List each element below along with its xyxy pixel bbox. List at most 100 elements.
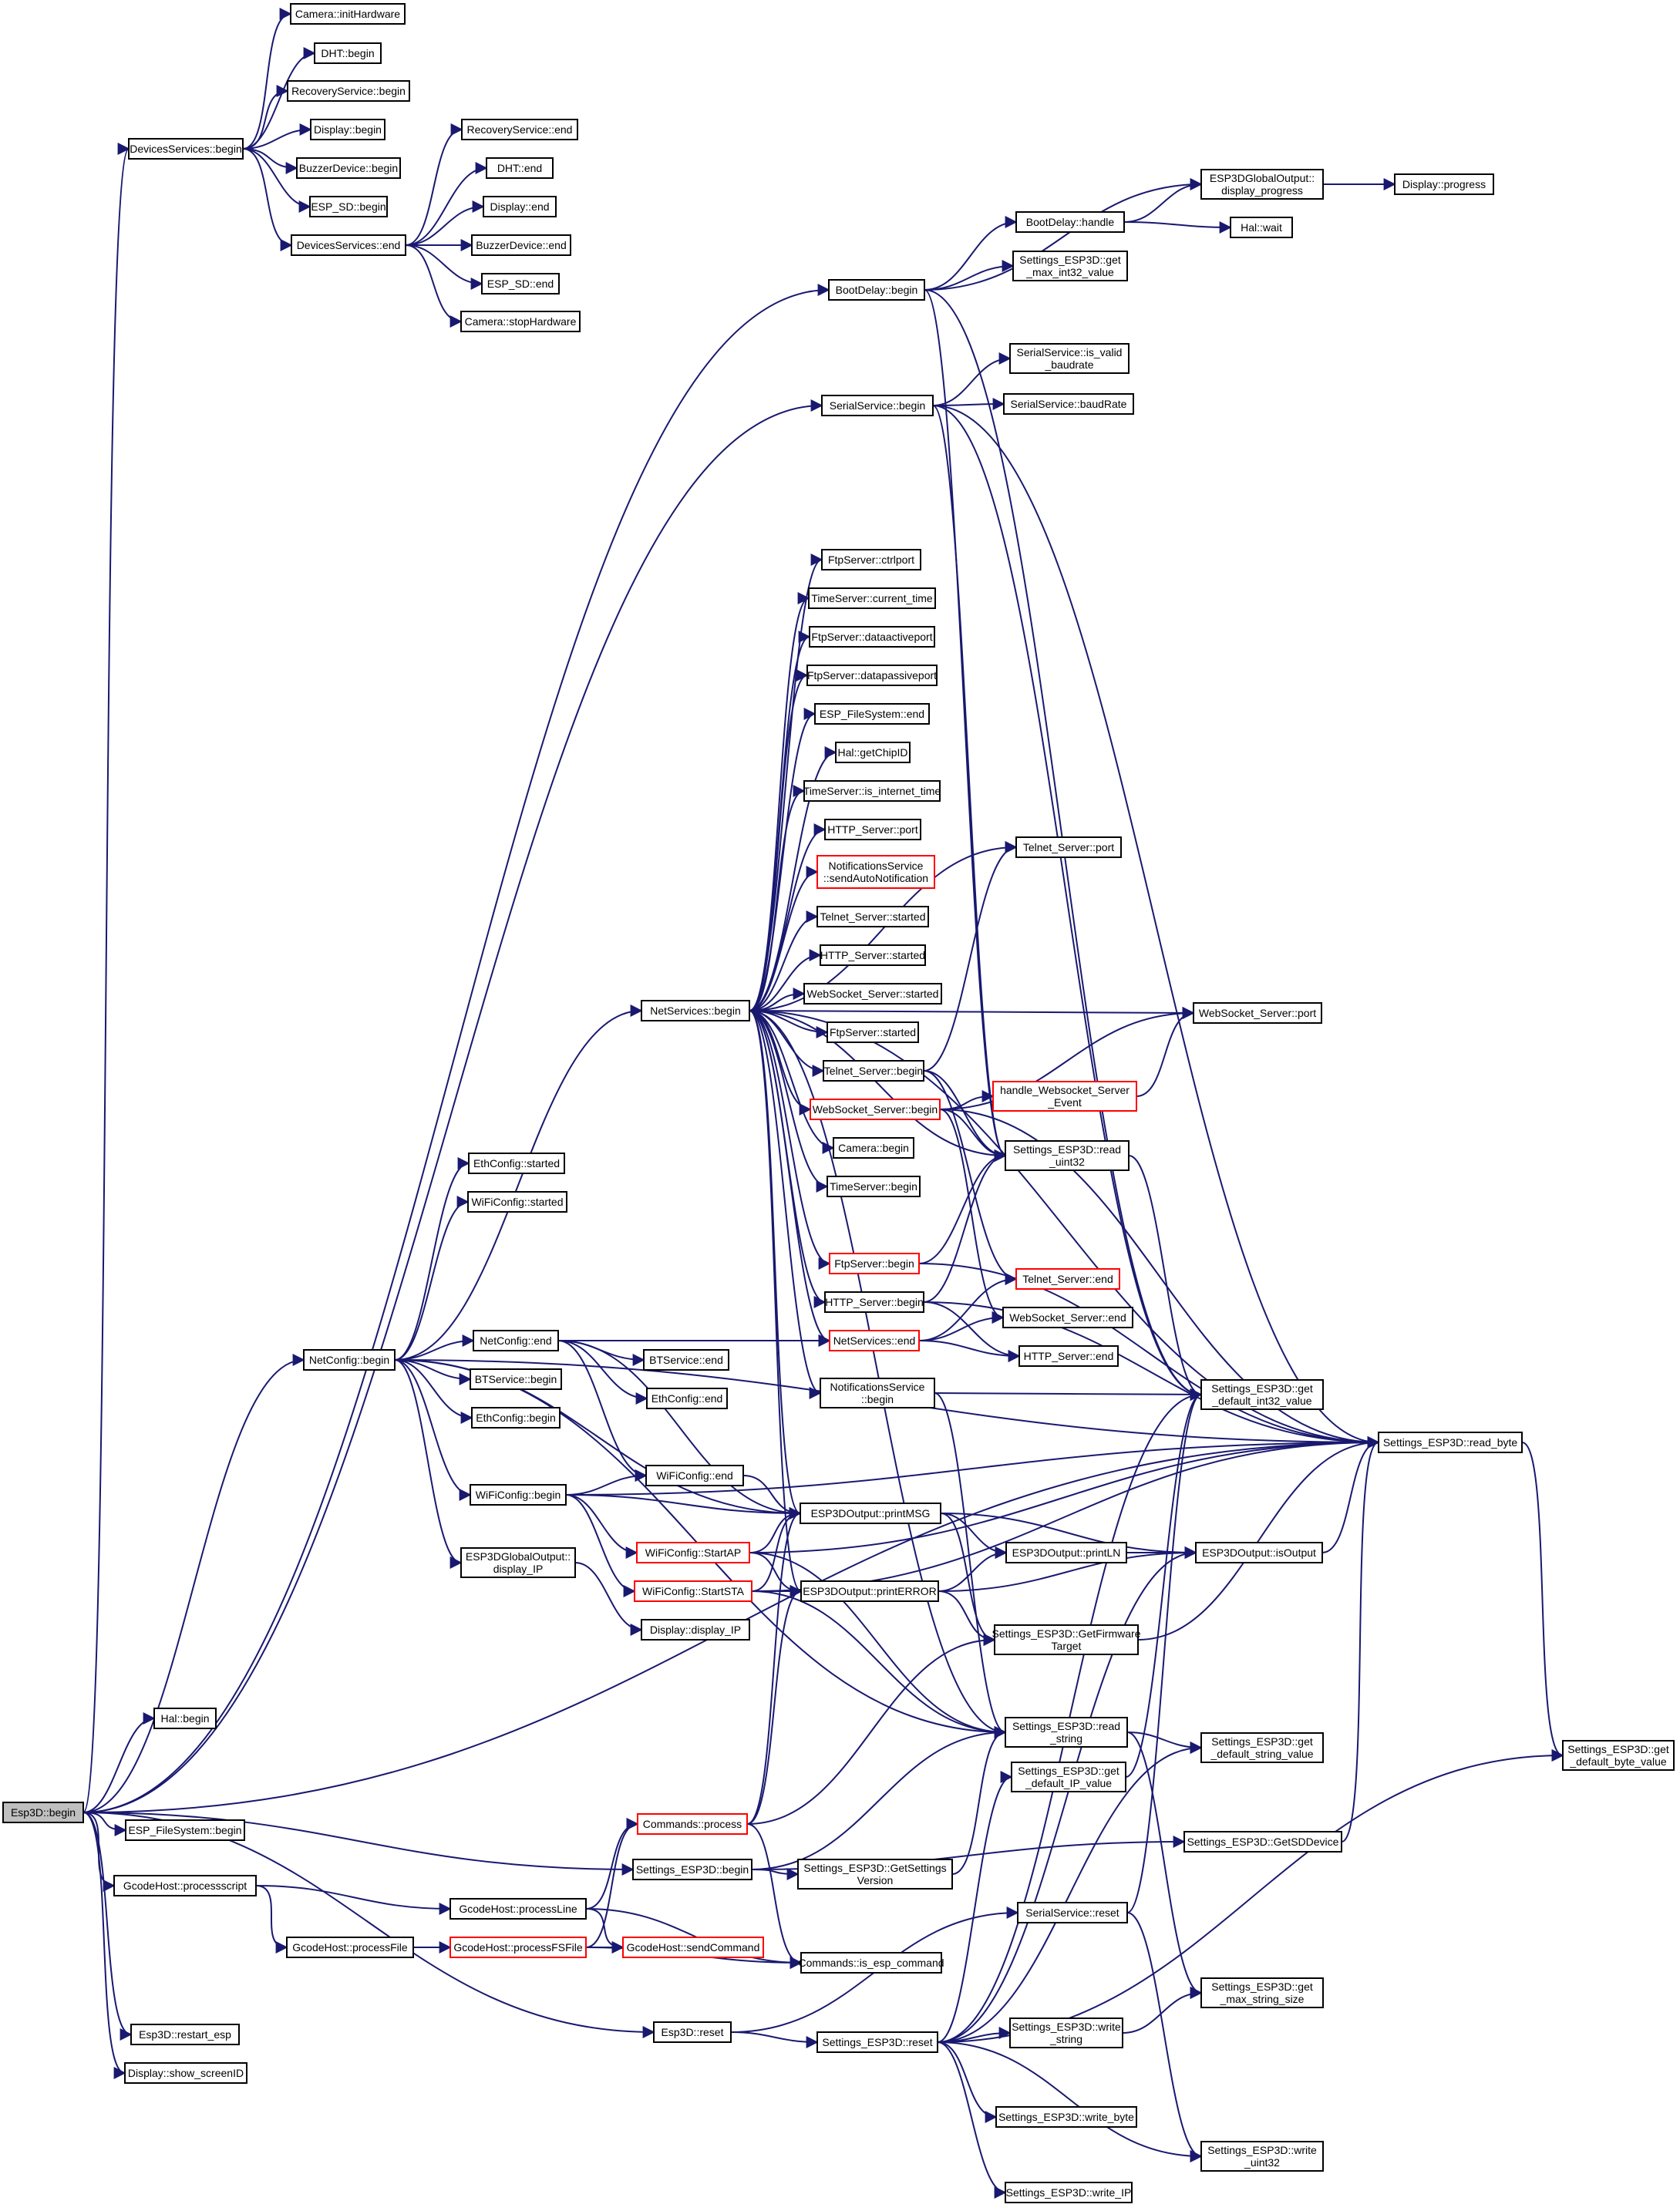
- node-espfs-end[interactable]: ESP_FileSystem::end: [814, 703, 930, 725]
- node-eth-end[interactable]: EthConfig::end: [646, 1388, 728, 1409]
- node-ws-begin[interactable]: WebSocket_Server::begin: [810, 1099, 941, 1120]
- node-read-byte[interactable]: Settings_ESP3D::read_byte: [1378, 1432, 1523, 1453]
- node-time-isinternet[interactable]: TimeServer::is_internet_time: [803, 780, 941, 802]
- node-devices-begin[interactable]: DevicesServices::begin: [128, 138, 244, 160]
- node-get-max-string[interactable]: Settings_ESP3D::get_max_string_size: [1200, 1977, 1324, 2008]
- node-espsd-begin[interactable]: ESP_SD::begin: [309, 196, 388, 217]
- node-netcfg-end[interactable]: NetConfig::end: [473, 1330, 559, 1351]
- node-http-started[interactable]: HTTP_Server::started: [820, 944, 926, 966]
- node-gcode-script[interactable]: GcodeHost::processscript: [113, 1875, 257, 1896]
- node-ftp-begin[interactable]: FtpServer::begin: [829, 1253, 920, 1274]
- node-out-isoutput[interactable]: ESP3DOutput::isOutput: [1195, 1542, 1323, 1563]
- node-telnet-begin[interactable]: Telnet_Server::begin: [823, 1060, 924, 1082]
- node-disp-end[interactable]: Display::end: [483, 196, 557, 217]
- node-esp3d-begin[interactable]: Esp3D::begin: [2, 1802, 84, 1823]
- node-eth-started[interactable]: EthConfig::started: [468, 1153, 565, 1174]
- node-get-max-int32[interactable]: Settings_ESP3D::get_max_int32_value: [1012, 251, 1128, 281]
- node-write-string[interactable]: Settings_ESP3D::write_string: [1009, 2017, 1123, 2048]
- node-net-begin[interactable]: NetServices::begin: [641, 1000, 750, 1021]
- node-ws-started[interactable]: WebSocket_Server::started: [803, 983, 942, 1005]
- node-cam-stop[interactable]: Camera::stopHardware: [460, 311, 581, 332]
- node-telnet-started[interactable]: Telnet_Server::started: [816, 906, 929, 927]
- node-wifi-startap[interactable]: WiFiConfig::StartAP: [636, 1542, 750, 1563]
- node-cmd-is-esp[interactable]: Commands::is_esp_command: [798, 1952, 944, 1974]
- node-cmd-process[interactable]: Commands::process: [637, 1813, 748, 1835]
- node-recov-begin[interactable]: RecoveryService::begin: [287, 80, 410, 102]
- node-telnet-port[interactable]: Telnet_Server::port: [1015, 836, 1122, 858]
- node-bt-end[interactable]: BTService::end: [643, 1349, 729, 1371]
- node-ftp-ctrlport[interactable]: FtpServer::ctrlport: [821, 549, 921, 570]
- node-bt-begin[interactable]: BTService::begin: [470, 1368, 562, 1390]
- node-bootdelay-handle[interactable]: BootDelay::handle: [1015, 211, 1125, 233]
- node-ws-end[interactable]: WebSocket_Server::end: [1002, 1307, 1133, 1328]
- node-devices-end[interactable]: DevicesServices::end: [291, 234, 406, 256]
- node-ftp-dataactive[interactable]: FtpServer::dataactiveport: [809, 626, 935, 648]
- node-notif-send[interactable]: NotificationsService::sendAutoNotificati…: [816, 855, 935, 889]
- node-buzz-begin[interactable]: BuzzerDevice::begin: [296, 157, 401, 179]
- node-write-byte[interactable]: Settings_ESP3D::write_byte: [995, 2106, 1137, 2128]
- node-http-begin[interactable]: HTTP_Server::begin: [824, 1291, 924, 1313]
- node-get-def-byte[interactable]: Settings_ESP3D::get_default_byte_value: [1562, 1740, 1675, 1771]
- node-dht-begin[interactable]: DHT::begin: [314, 42, 382, 64]
- node-get-def-int32[interactable]: Settings_ESP3D::get_default_int32_value: [1200, 1379, 1324, 1410]
- node-out-println[interactable]: ESP3DOutput::printLN: [1005, 1542, 1127, 1563]
- node-net-end[interactable]: NetServices::end: [829, 1330, 920, 1351]
- node-serial-baud[interactable]: SerialService::baudRate: [1003, 393, 1134, 415]
- node-buzz-end[interactable]: BuzzerDevice::end: [471, 234, 571, 256]
- node-handle-ws-event[interactable]: handle_Websocket_Server_Event: [992, 1081, 1137, 1112]
- node-wifi-started[interactable]: WiFiConfig::started: [467, 1191, 567, 1213]
- node-telnet-end[interactable]: Telnet_Server::end: [1015, 1268, 1120, 1290]
- node-gcode-fsfile[interactable]: GcodeHost::processFSFile: [449, 1937, 587, 1958]
- node-ftp-datapassive[interactable]: FtpServer::datapassiveport: [806, 665, 938, 686]
- node-http-port[interactable]: HTTP_Server::port: [824, 819, 921, 840]
- node-hal-chipid[interactable]: Hal::getChipID: [835, 742, 911, 763]
- node-get-def-string[interactable]: Settings_ESP3D::get_default_string_value: [1200, 1732, 1324, 1763]
- node-time-begin[interactable]: TimeServer::begin: [827, 1176, 921, 1197]
- node-serial-begin[interactable]: SerialService::begin: [821, 395, 934, 416]
- node-settings-begin[interactable]: Settings_ESP3D::begin: [632, 1859, 752, 1880]
- node-disp-begin[interactable]: Display::begin: [310, 119, 385, 140]
- node-ftp-started[interactable]: FtpServer::started: [827, 1021, 919, 1043]
- node-wifi-end[interactable]: WiFiConfig::end: [645, 1465, 744, 1486]
- node-disp-ip[interactable]: Display::display_IP: [641, 1619, 750, 1641]
- node-gcode-file[interactable]: GcodeHost::processFile: [286, 1937, 414, 1958]
- node-read-string[interactable]: Settings_ESP3D::read_string: [1005, 1717, 1128, 1748]
- node-write-uint32[interactable]: Settings_ESP3D::write_uint32: [1200, 2141, 1324, 2172]
- node-out-printmsg[interactable]: ESP3DOutput::printMSG: [800, 1503, 941, 1524]
- node-notif-begin[interactable]: NotificationsService::begin: [820, 1378, 935, 1408]
- node-espsd-end[interactable]: ESP_SD::end: [481, 273, 560, 294]
- node-eth-begin[interactable]: EthConfig::begin: [471, 1407, 561, 1429]
- node-disp-screen[interactable]: Display::show_screenID: [124, 2062, 247, 2084]
- node-time-current[interactable]: TimeServer::current_time: [808, 587, 936, 609]
- node-recov-end[interactable]: RecoveryService::end: [461, 119, 578, 140]
- node-serial-reset[interactable]: SerialService::reset: [1017, 1902, 1128, 1923]
- node-cam-init[interactable]: Camera::initHardware: [290, 3, 406, 25]
- node-hal-begin[interactable]: Hal::begin: [153, 1708, 217, 1729]
- node-glob-disp-ip[interactable]: ESP3DGlobalOutput::display_IP: [460, 1547, 576, 1578]
- node-write-ip[interactable]: Settings_ESP3D::write_IP: [1005, 2182, 1133, 2203]
- node-out-printerror[interactable]: ESP3DOutput::printERROR: [800, 1580, 939, 1602]
- node-netcfg-begin[interactable]: NetConfig::begin: [303, 1349, 396, 1371]
- node-wifi-begin[interactable]: WiFiConfig::begin: [470, 1484, 567, 1506]
- node-espfs-begin[interactable]: ESP_FileSystem::begin: [125, 1819, 245, 1841]
- node-bootdelay-begin[interactable]: BootDelay::begin: [828, 279, 925, 301]
- node-wifi-startsta[interactable]: WiFiConfig::StartSTA: [634, 1580, 752, 1602]
- node-read-uint32[interactable]: Settings_ESP3D::read_uint32: [1005, 1140, 1130, 1171]
- node-disp-progress[interactable]: Display::progress: [1394, 173, 1494, 195]
- node-dht-end[interactable]: DHT::end: [486, 157, 554, 179]
- node-esp3d-restart[interactable]: Esp3D::restart_esp: [130, 2024, 240, 2045]
- node-get-sd-device[interactable]: Settings_ESP3D::GetSDDevice: [1183, 1831, 1342, 1853]
- node-gcode-line[interactable]: GcodeHost::processLine: [449, 1898, 587, 1920]
- node-get-def-ip[interactable]: Settings_ESP3D::get_default_IP_value: [1011, 1762, 1126, 1792]
- node-settings-reset[interactable]: Settings_ESP3D::reset: [816, 2031, 938, 2053]
- node-hal-wait[interactable]: Hal::wait: [1230, 217, 1293, 238]
- node-ws-port[interactable]: WebSocket_Server::port: [1193, 1002, 1322, 1024]
- node-cam-begin[interactable]: Camera::begin: [833, 1137, 914, 1159]
- node-gcode-sendcmd[interactable]: GcodeHost::sendCommand: [622, 1937, 764, 1958]
- node-esp3d-reset[interactable]: Esp3D::reset: [653, 2021, 732, 2043]
- node-serial-isvalid[interactable]: SerialService::is_valid_baudrate: [1009, 343, 1130, 374]
- node-http-end[interactable]: HTTP_Server::end: [1018, 1345, 1119, 1367]
- node-glob-disp-progress[interactable]: ESP3DGlobalOutput::display_progress: [1200, 169, 1324, 200]
